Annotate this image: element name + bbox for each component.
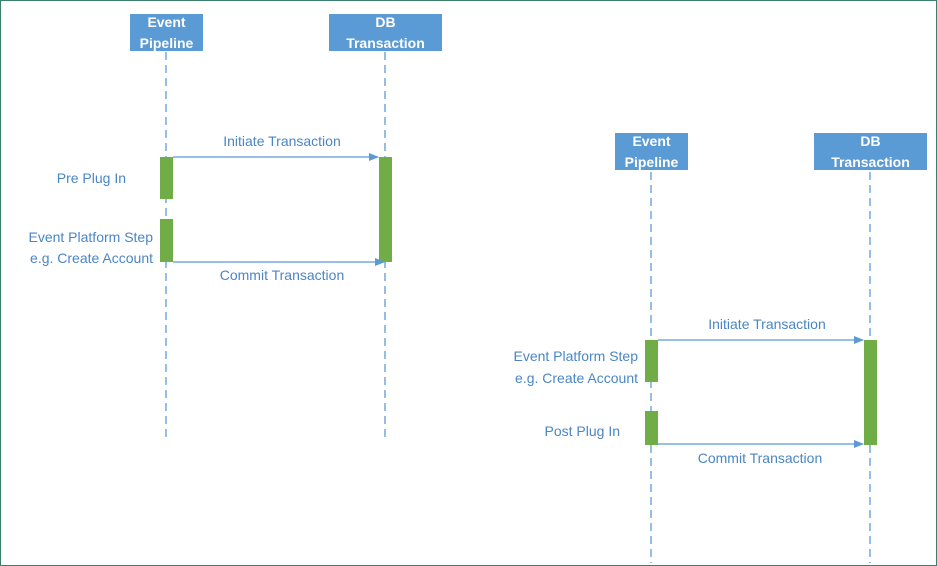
pre-plugin-activation bbox=[160, 157, 173, 199]
db-transaction-activation-right bbox=[864, 340, 877, 445]
commit-transaction-label-right: Commit Transaction bbox=[697, 450, 823, 466]
header-line2: Transaction bbox=[346, 34, 425, 51]
platform-step-activation-right bbox=[645, 340, 658, 382]
platform-step-example-label-right: e.g. Create Account bbox=[515, 370, 638, 386]
platform-step-example-label-left: e.g. Create Account bbox=[30, 250, 153, 266]
commit-transaction-label-left: Commit Transaction bbox=[219, 267, 345, 283]
platform-step-label-left: Event Platform Step bbox=[28, 229, 153, 245]
platform-step-activation-left bbox=[160, 219, 173, 262]
post-plugin-activation bbox=[645, 411, 658, 445]
db-transaction-header-right: DB Transaction bbox=[814, 133, 927, 170]
post-plugin-label: Post Plug In bbox=[544, 423, 621, 439]
header-line1: DB bbox=[375, 13, 396, 30]
header-line2: Transaction bbox=[831, 153, 910, 170]
header-line2: Pipeline bbox=[624, 153, 679, 170]
initiate-transaction-label-right: Initiate Transaction bbox=[708, 316, 826, 332]
db-transaction-activation-left bbox=[379, 157, 392, 262]
event-pipeline-header-right: Event Pipeline bbox=[615, 133, 688, 170]
header-line1: DB bbox=[860, 132, 881, 149]
pre-plugin-label: Pre Plug In bbox=[56, 170, 126, 186]
event-pipeline-header-left: Event Pipeline bbox=[130, 14, 203, 51]
platform-step-label-right: Event Platform Step bbox=[513, 348, 638, 364]
initiate-transaction-label-left: Initiate Transaction bbox=[223, 133, 341, 149]
header-line2: Pipeline bbox=[139, 34, 194, 51]
header-line1: Event bbox=[632, 132, 671, 149]
db-transaction-header-left: DB Transaction bbox=[329, 14, 442, 51]
header-line1: Event bbox=[147, 13, 186, 30]
